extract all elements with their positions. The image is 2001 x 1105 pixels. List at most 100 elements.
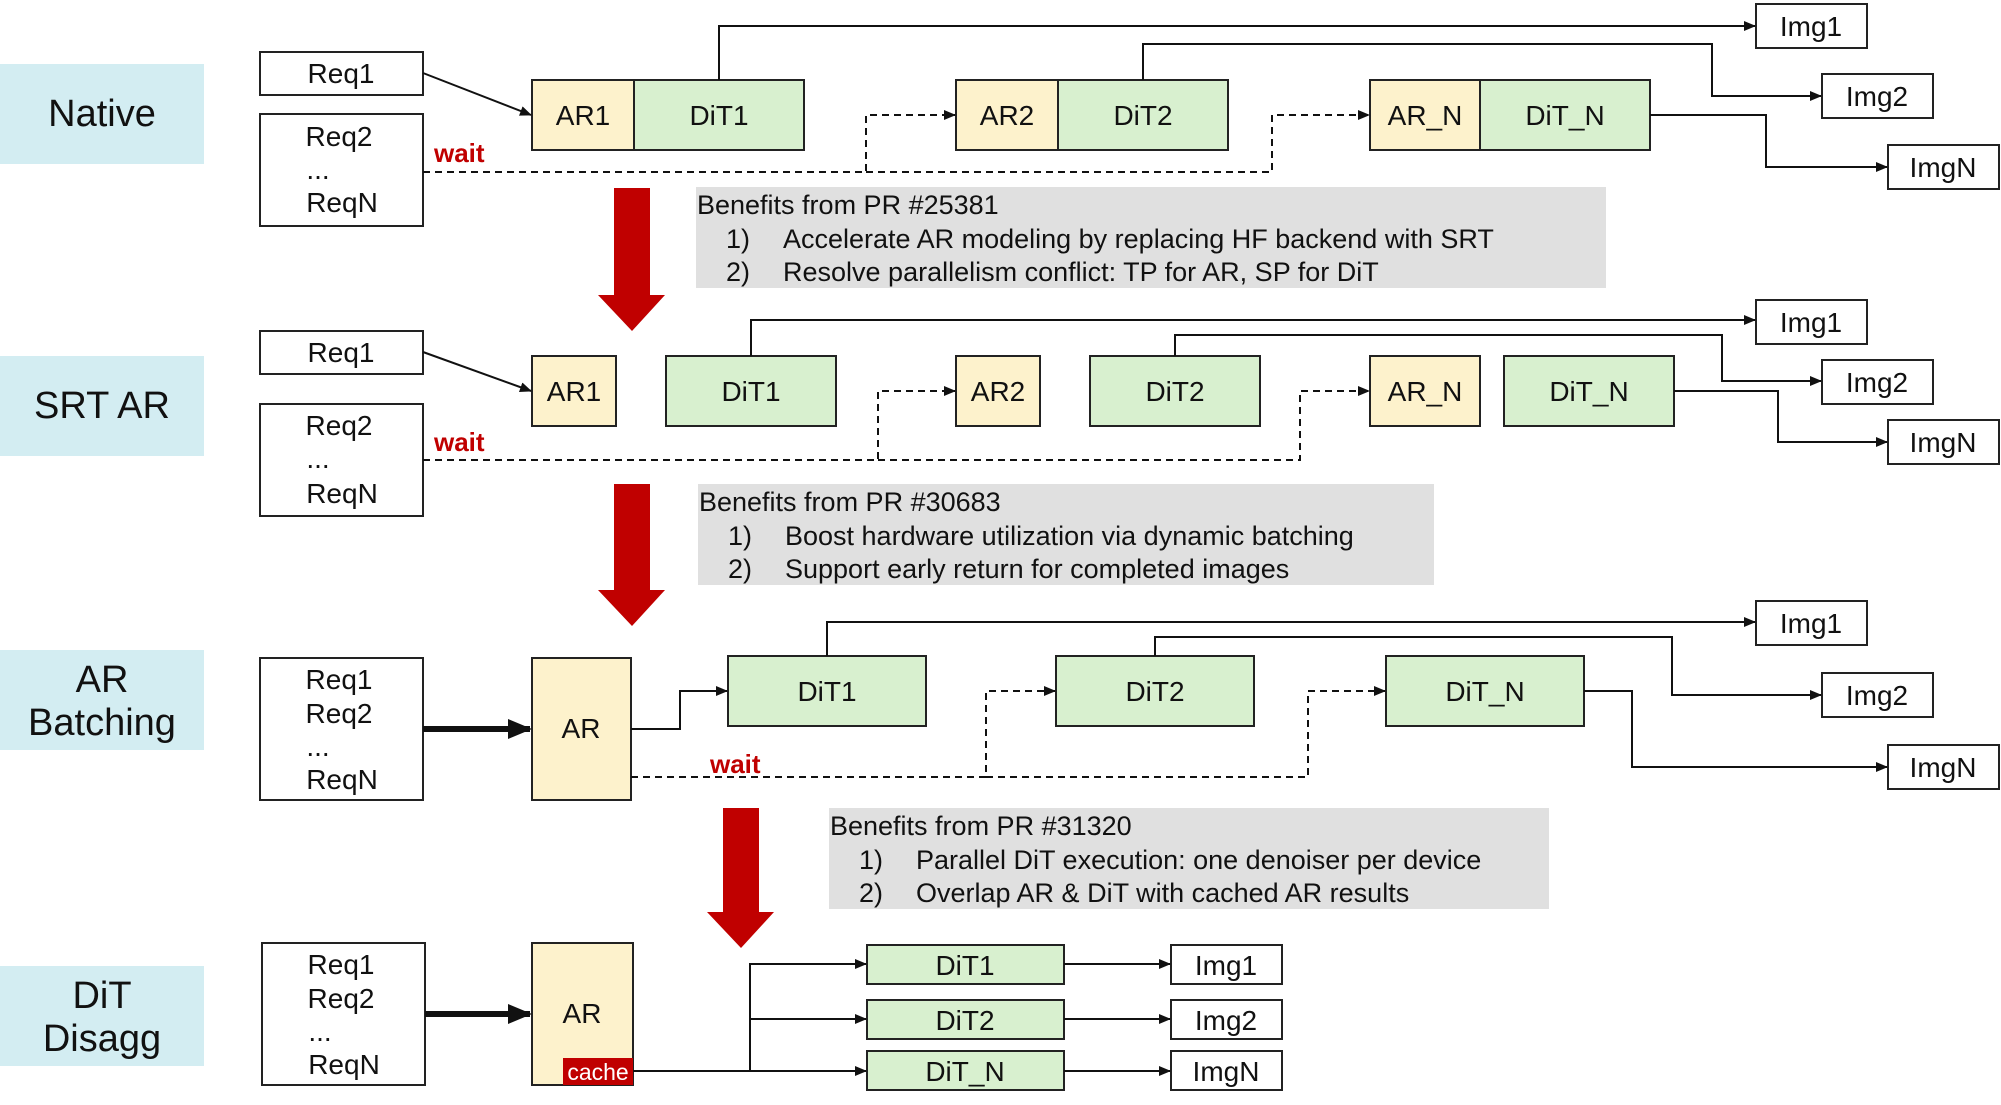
request-label: Req2	[306, 410, 373, 441]
block-label: DiT2	[1145, 376, 1204, 407]
output-label: Img1	[1780, 307, 1842, 338]
benefit-item-text: Support early return for completed image…	[785, 554, 1289, 584]
arN-block	[1369, 79, 1481, 151]
request-box-queue	[259, 403, 424, 517]
request-label: Req2	[308, 983, 375, 1014]
cache-to-dit1-arrow	[633, 959, 867, 1072]
block-label: AR_N	[1388, 376, 1463, 407]
dit1-block	[866, 944, 1065, 985]
cache-label: cache	[567, 1059, 628, 1085]
output-arrow-imgN	[1584, 690, 1888, 772]
block-label: DiT1	[689, 100, 748, 131]
request-label: Req2	[306, 698, 373, 729]
request-box-req1	[259, 330, 424, 375]
benefit-item-text: Resolve parallelism conflict: TP for AR,…	[783, 257, 1379, 287]
output-label: ImgN	[1193, 1056, 1260, 1087]
stage-label-text: SRT AR	[34, 385, 170, 427]
request-box-batch	[261, 942, 426, 1086]
block-label: DiT1	[797, 676, 856, 707]
dit1-block	[633, 79, 805, 151]
request-label: ReqN	[306, 478, 378, 509]
request-ellipsis: ...	[306, 443, 329, 474]
benefit-item-text: Overlap AR & DiT with cached AR results	[916, 878, 1409, 908]
benefit-item-text: Parallel DiT execution: one denoiser per…	[916, 845, 1481, 875]
block-label: DiT2	[1125, 676, 1184, 707]
request-label: Req1	[308, 949, 375, 980]
block-label: AR	[562, 713, 601, 744]
block-label: DiT_N	[1525, 100, 1604, 131]
block-label: AR2	[980, 100, 1034, 131]
output-imgN	[1887, 419, 2000, 465]
request-ellipsis: ...	[306, 154, 329, 185]
request-label: ReqN	[306, 187, 378, 218]
row-ar-batching: Req1 Req2 ... ReqN AR DiT1 DiT2 DiT_N wa…	[259, 600, 2000, 801]
benefit-title: Benefits from PR #25381	[697, 190, 999, 220]
dit2-block	[1089, 355, 1261, 427]
transition-arrow	[598, 188, 665, 331]
request-label: Req2	[306, 121, 373, 152]
output-arrow-img1	[718, 21, 1756, 80]
block-label: DiT_N	[1549, 376, 1628, 407]
wait-dashed-arrow	[878, 386, 1370, 461]
output-imgN	[1887, 744, 2000, 790]
request-label: Req1	[306, 664, 373, 695]
stage-label-text: Batching	[28, 702, 176, 744]
wait-label: wait	[433, 138, 485, 168]
wait-label: wait	[709, 749, 761, 779]
row-dit-disagg: Req1 Req2 ... ReqN AR cache DiT1 DiT2 Di…	[261, 942, 1283, 1091]
output-label: Img2	[1195, 1005, 1257, 1036]
output-img1	[1170, 944, 1283, 985]
stage-label-text: AR	[76, 659, 129, 701]
benefit-title: Benefits from PR #31320	[830, 811, 1132, 841]
transition-arrow	[707, 808, 774, 948]
transition-arrow	[598, 484, 665, 626]
benefit-title: Benefits from PR #30683	[699, 487, 1001, 517]
wait-dashed-arrow	[423, 110, 956, 173]
block-label: DiT2	[1113, 100, 1172, 131]
request-label: Req1	[308, 58, 375, 89]
ar1-block	[531, 355, 617, 427]
request-box-queue	[259, 113, 424, 227]
dit1-block	[727, 655, 927, 727]
benefit-note-2: Benefits from PR #30683 1) Boost hardwar…	[598, 484, 1434, 626]
output-imgN	[1887, 144, 2000, 190]
request-label: Req1	[308, 337, 375, 368]
output-arrow-img1	[750, 315, 1756, 356]
ar-to-dit1-arrow	[631, 686, 728, 730]
block-label: AR	[563, 998, 602, 1029]
output-img1	[1755, 3, 1868, 49]
output-arrow-imgN	[1674, 390, 1888, 447]
arN-block	[1369, 355, 1481, 427]
stage-label-text: Disagg	[43, 1018, 161, 1060]
benefit-item-num: 1)	[726, 224, 750, 254]
ar2-block	[955, 79, 1059, 151]
row-native: Req1 Req2 ... ReqN wait AR1 DiT1 AR2 DiT…	[259, 3, 2000, 227]
request-box-req1	[259, 51, 424, 96]
output-arrow-img1	[826, 617, 1756, 656]
benefit-note-1: Benefits from PR #25381 1) Accelerate AR…	[598, 187, 1606, 331]
request-label: ReqN	[306, 764, 378, 795]
stage-label-text: Native	[48, 93, 156, 135]
benefit-item-text: Accelerate AR modeling by replacing HF b…	[783, 224, 1494, 254]
output-img2	[1821, 73, 1934, 119]
benefit-item-num: 1)	[859, 845, 883, 875]
block-label: DiT2	[935, 1005, 994, 1036]
request-ellipsis: ...	[306, 731, 329, 762]
output-label: ImgN	[1910, 427, 1977, 458]
output-label: Img1	[1780, 11, 1842, 42]
block-label: AR_N	[1388, 100, 1463, 131]
ar-batch-block	[531, 657, 632, 801]
wait-dashed-arrow	[986, 686, 1386, 778]
output-img2	[1170, 999, 1283, 1040]
output-arrow-imgN	[1650, 114, 1888, 172]
output-img2	[1821, 359, 1934, 405]
stage-label-ar-batching: AR Batching	[0, 650, 204, 750]
block-label: DiT1	[935, 950, 994, 981]
block-label: DiT_N	[925, 1056, 1004, 1087]
ditN-block	[866, 1050, 1065, 1091]
ditN-block	[1385, 655, 1585, 727]
output-arrow-img2	[1174, 334, 1822, 386]
output-img1	[1755, 600, 1868, 646]
block-label: DiT1	[721, 376, 780, 407]
output-label: Img1	[1780, 608, 1842, 639]
